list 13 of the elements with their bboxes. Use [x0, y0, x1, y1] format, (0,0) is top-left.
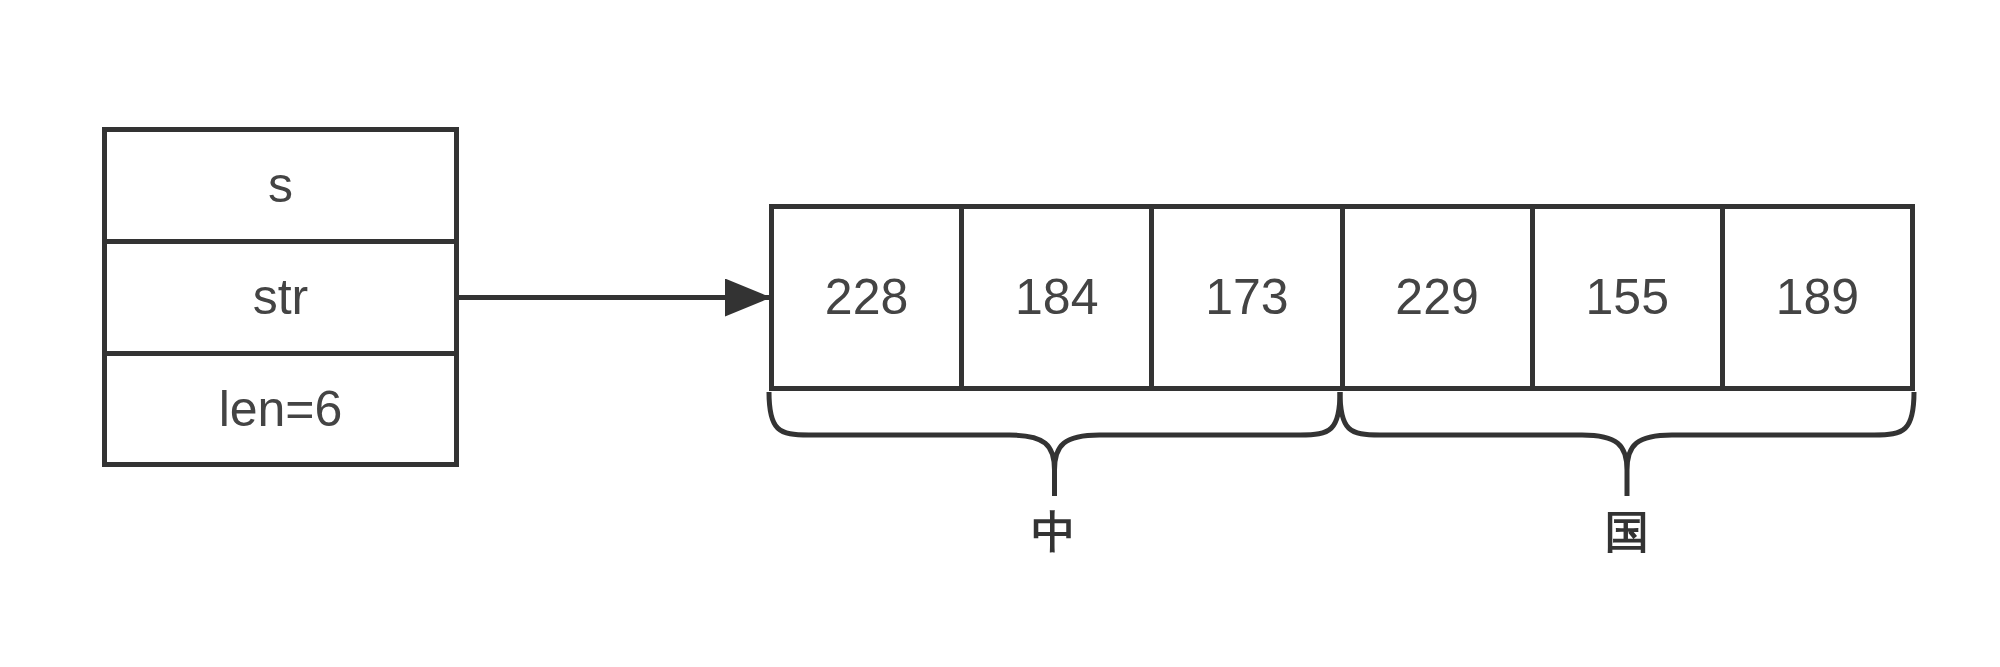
field-name: str: [252, 270, 309, 325]
arrow: [459, 278, 771, 317]
byte-value: 173: [1205, 270, 1289, 325]
byte-value: 155: [1585, 270, 1669, 325]
byte-array: [769, 204, 1915, 391]
byte-value: 229: [1395, 270, 1479, 325]
byte-value: 189: [1775, 270, 1860, 325]
character-label: 国: [1605, 508, 1649, 557]
byte-value: 184: [1015, 270, 1099, 325]
byte-value: 228: [824, 270, 909, 325]
character-label: 中: [1032, 508, 1076, 557]
field-name: len=6: [218, 381, 343, 437]
field-name: s: [268, 158, 293, 213]
